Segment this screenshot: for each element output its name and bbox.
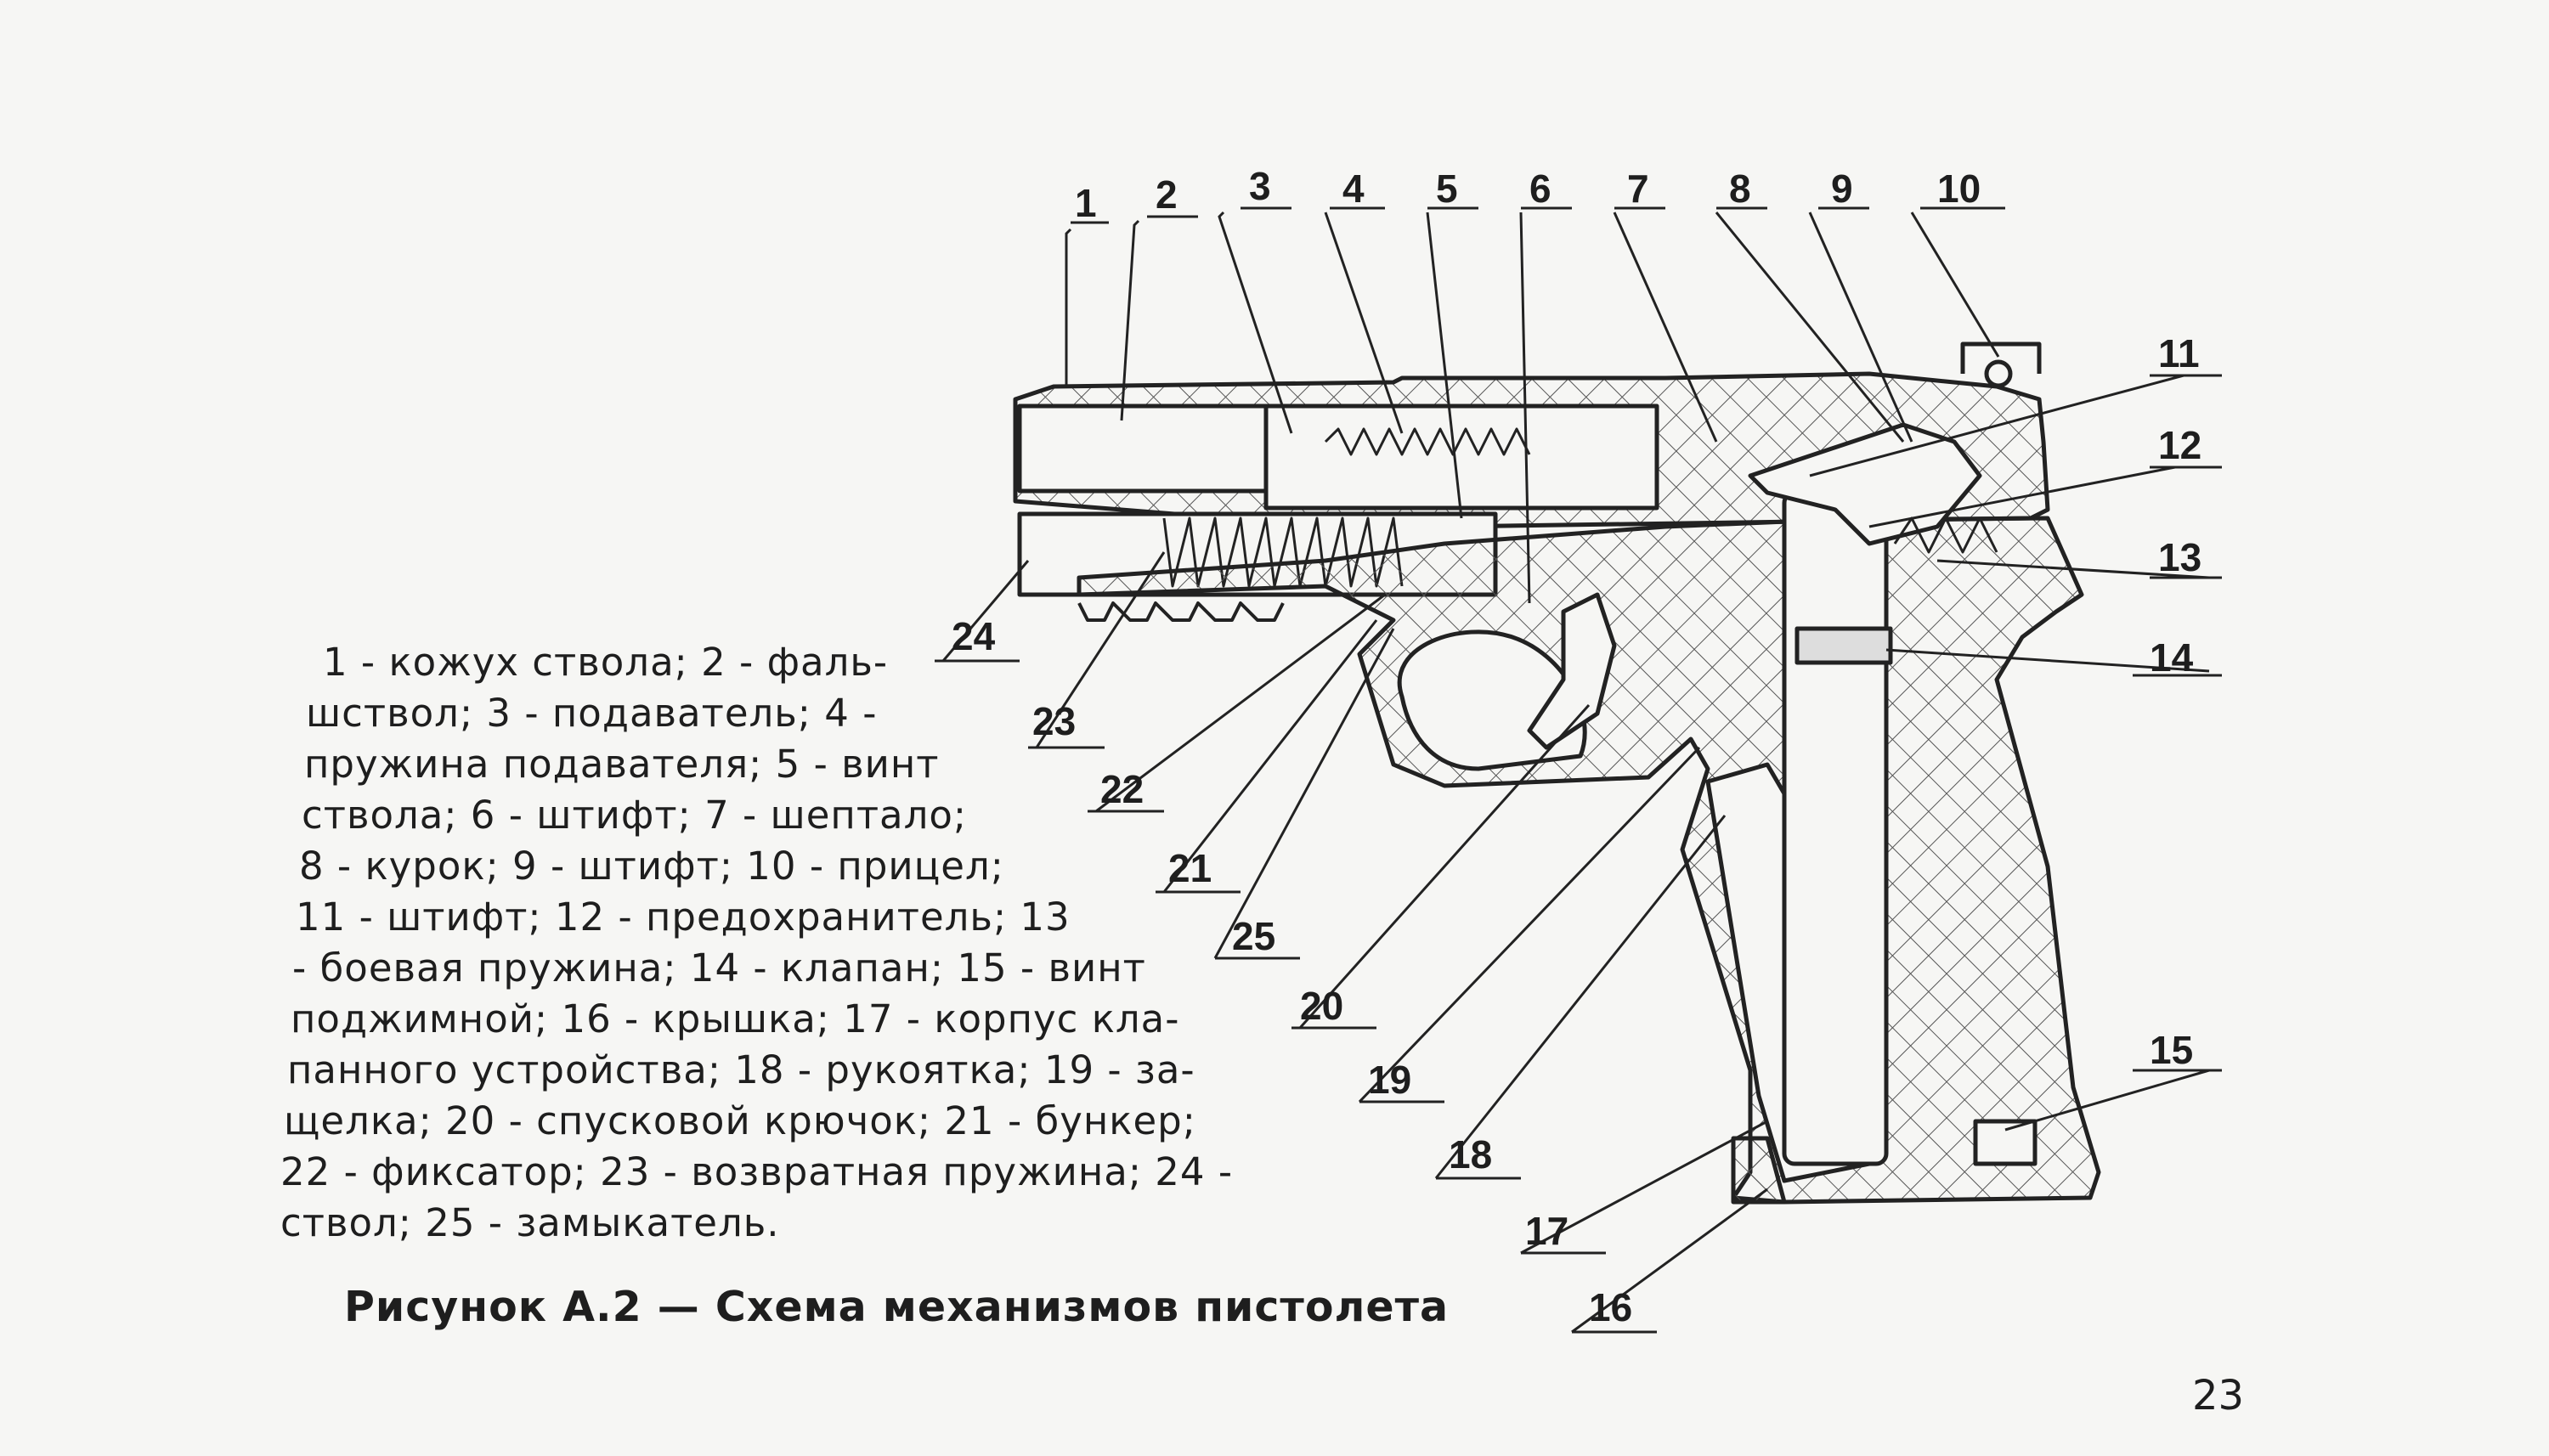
pistol-drawing <box>1013 341 2101 1205</box>
callout-17: 17 <box>1525 1209 1568 1253</box>
trigger <box>1527 592 1617 750</box>
callout-3: 3 <box>1249 164 1271 208</box>
callout-10: 10 <box>1937 166 1981 211</box>
callout-1: 1 <box>1075 181 1097 225</box>
callout-19: 19 <box>1368 1058 1411 1102</box>
callout-underlines <box>935 206 2222 1334</box>
callout-8: 8 <box>1729 166 1751 211</box>
callout-24: 24 <box>952 614 996 658</box>
callout-14: 14 <box>2150 635 2194 680</box>
callout-25: 25 <box>1232 914 1275 958</box>
callout-5: 5 <box>1436 166 1458 211</box>
legend-line: щелка; 20 - спусковой крючок; 21 - бунке… <box>284 1098 1196 1143</box>
figure-caption: Рисунок А.2 — Схема механизмов пистолета <box>344 1283 1450 1331</box>
callout-18: 18 <box>1449 1132 1492 1177</box>
grip-cover <box>1731 1136 1787 1205</box>
callout-13: 13 <box>2158 535 2201 579</box>
legend-line: ствола; 6 - штифт; 7 - шептало; <box>302 793 968 838</box>
page-number: 23 <box>2192 1372 2245 1419</box>
callout-11: 11 <box>2158 331 2200 375</box>
legend-line: - боевая пружина; 14 - клапан; 15 - винт <box>292 945 1146 990</box>
callout-22: 22 <box>1100 767 1144 811</box>
tightening-screw <box>1973 1119 2038 1166</box>
callout-15: 15 <box>2150 1028 2193 1072</box>
legend-line: 8 - курок; 9 - штифт; 10 - прицел; <box>299 844 1004 889</box>
legend-line: поджимной; 16 - крышка; 17 - корпус кла- <box>291 996 1180 1041</box>
feeder-spring <box>1324 427 1531 456</box>
hammer <box>1748 422 1982 546</box>
valve-block <box>1794 626 1893 665</box>
callout-6: 6 <box>1529 166 1551 211</box>
callout-20: 20 <box>1300 984 1343 1028</box>
legend-line: ствол; 25 - замыкатель. <box>280 1200 780 1245</box>
legend-line: пружина подавателя; 5 - винт <box>304 742 940 787</box>
callout-numbers: 1 2 3 4 5 6 7 8 9 10 11 12 13 14 15 16 1… <box>952 164 2201 1329</box>
callout-2: 2 <box>1156 172 1178 217</box>
callout-7: 7 <box>1627 166 1649 211</box>
callout-9: 9 <box>1831 166 1853 211</box>
legend-line: 11 - штифт; 12 - предохранитель; 13 <box>296 894 1071 940</box>
callout-12: 12 <box>2158 423 2201 467</box>
callout-23: 23 <box>1032 699 1076 743</box>
legend-line: 1 - кожух ствола; 2 - фаль- <box>323 640 889 685</box>
rear-sight <box>1960 341 2042 374</box>
barrel-shroud <box>1017 404 1269 494</box>
callout-16: 16 <box>1589 1285 1632 1329</box>
parts-legend: 1 - кожух ствола; 2 - фаль- шствол; 3 - … <box>280 637 1402 1249</box>
legend-line: 22 - фиксатор; 23 - возвратная пружина; … <box>280 1149 1234 1194</box>
callout-4: 4 <box>1342 166 1365 211</box>
callout-21: 21 <box>1168 846 1212 890</box>
sight-pin <box>1984 359 2013 388</box>
leader-lines <box>941 211 2210 1334</box>
feeder-chamber <box>1263 404 1659 511</box>
legend-line: панного устройства; 18 - рукоятка; 19 - … <box>287 1047 1195 1092</box>
magazine-valve-body <box>1782 490 1889 1166</box>
rail-ridges <box>1077 601 1285 622</box>
legend-line: шствол; 3 - подаватель; 4 - <box>306 691 878 736</box>
